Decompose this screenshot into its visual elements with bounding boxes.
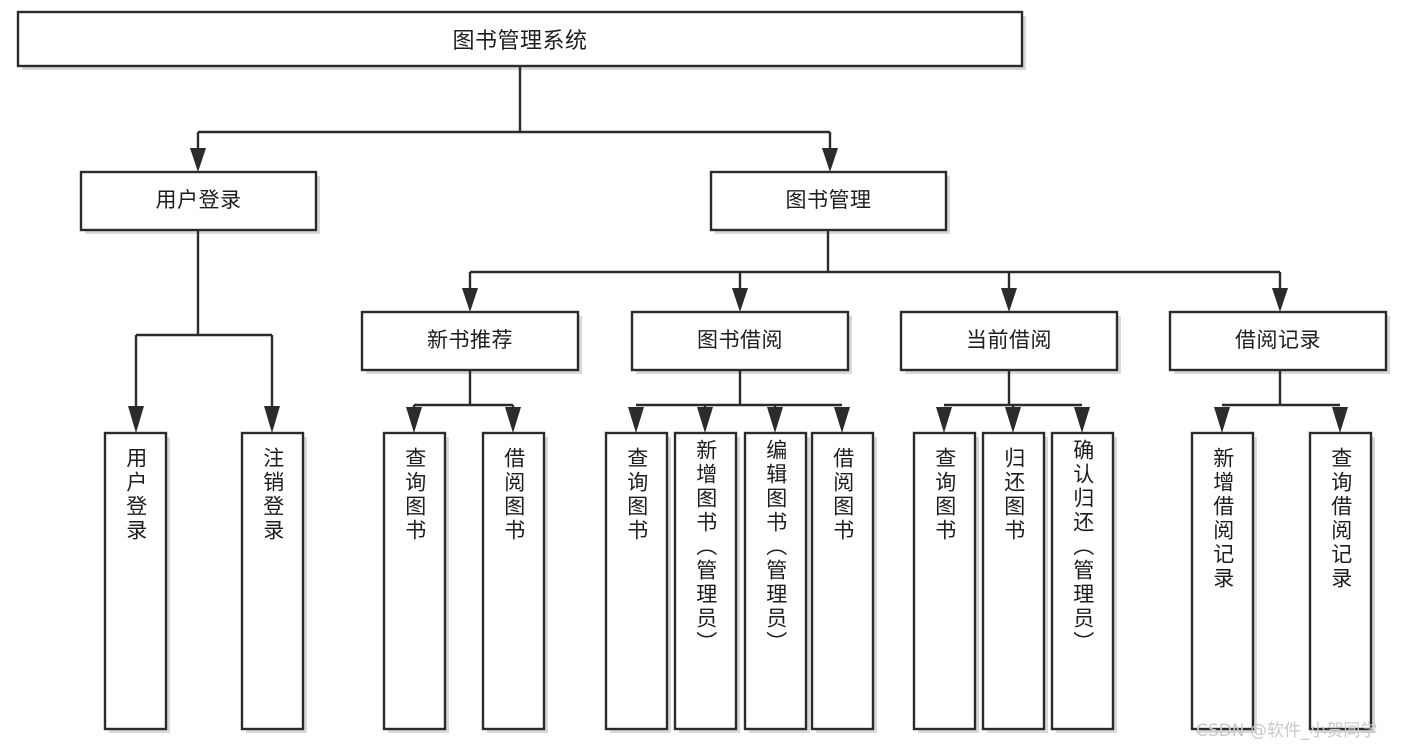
arrow-head-book-management: [822, 148, 838, 172]
node-borrow-record[interactable]: [1168, 310, 1390, 374]
arrow-head-leaf-add-book: [697, 407, 713, 433]
node-new-book-recommend[interactable]: [360, 310, 582, 374]
node-leaf-query-book-1[interactable]: [382, 431, 449, 733]
arrow-head-leaf-add-record: [1214, 407, 1230, 433]
node-leaf-borrow-book-1[interactable]: [481, 431, 548, 733]
arrow-head-leaf-return-book: [1005, 407, 1021, 433]
node-leaf-query-book-3[interactable]: [912, 431, 979, 733]
node-leaf-user-login[interactable]: [103, 431, 170, 733]
arrow-head-current-borrow: [1001, 288, 1017, 312]
arrow-head-user-login: [190, 148, 206, 172]
node-leaf-return-book[interactable]: [981, 431, 1048, 733]
node-leaf-borrow-book-2[interactable]: [810, 431, 877, 733]
arrow-head-leaf-query-book-2: [628, 407, 644, 433]
node-leaf-confirm-return[interactable]: [1050, 431, 1117, 733]
arrow-head-leaf-user-login: [128, 406, 144, 433]
node-user-login[interactable]: [79, 170, 320, 234]
arrow-head-leaf-query-record: [1332, 407, 1348, 433]
arrow-head-new-book-recommend: [462, 288, 478, 312]
arrow-head-leaf-edit-book: [767, 407, 783, 433]
arrow-head-leaf-logout-login: [264, 406, 280, 433]
node-current-borrow[interactable]: [899, 310, 1121, 374]
arrow-head-leaf-borrow-book-1: [505, 407, 521, 433]
node-book-management[interactable]: [709, 170, 950, 234]
arrow-head-leaf-query-book-1: [406, 407, 422, 433]
arrow-head-leaf-borrow-book-2: [834, 407, 850, 433]
node-root[interactable]: [16, 10, 1026, 70]
node-leaf-query-record[interactable]: [1308, 431, 1375, 733]
node-leaf-add-record[interactable]: [1190, 431, 1257, 733]
arrow-head-borrow-record: [1272, 288, 1288, 312]
node-leaf-edit-book[interactable]: [743, 431, 810, 733]
arrow-head-book-borrow: [732, 288, 748, 312]
node-leaf-logout-login[interactable]: [240, 431, 307, 733]
arrow-head-leaf-confirm-return: [1074, 407, 1090, 433]
node-leaf-query-book-2[interactable]: [604, 431, 671, 733]
node-book-borrow[interactable]: [630, 310, 852, 374]
node-leaf-add-book[interactable]: [673, 431, 740, 733]
arrow-head-leaf-query-book-3: [936, 407, 952, 433]
